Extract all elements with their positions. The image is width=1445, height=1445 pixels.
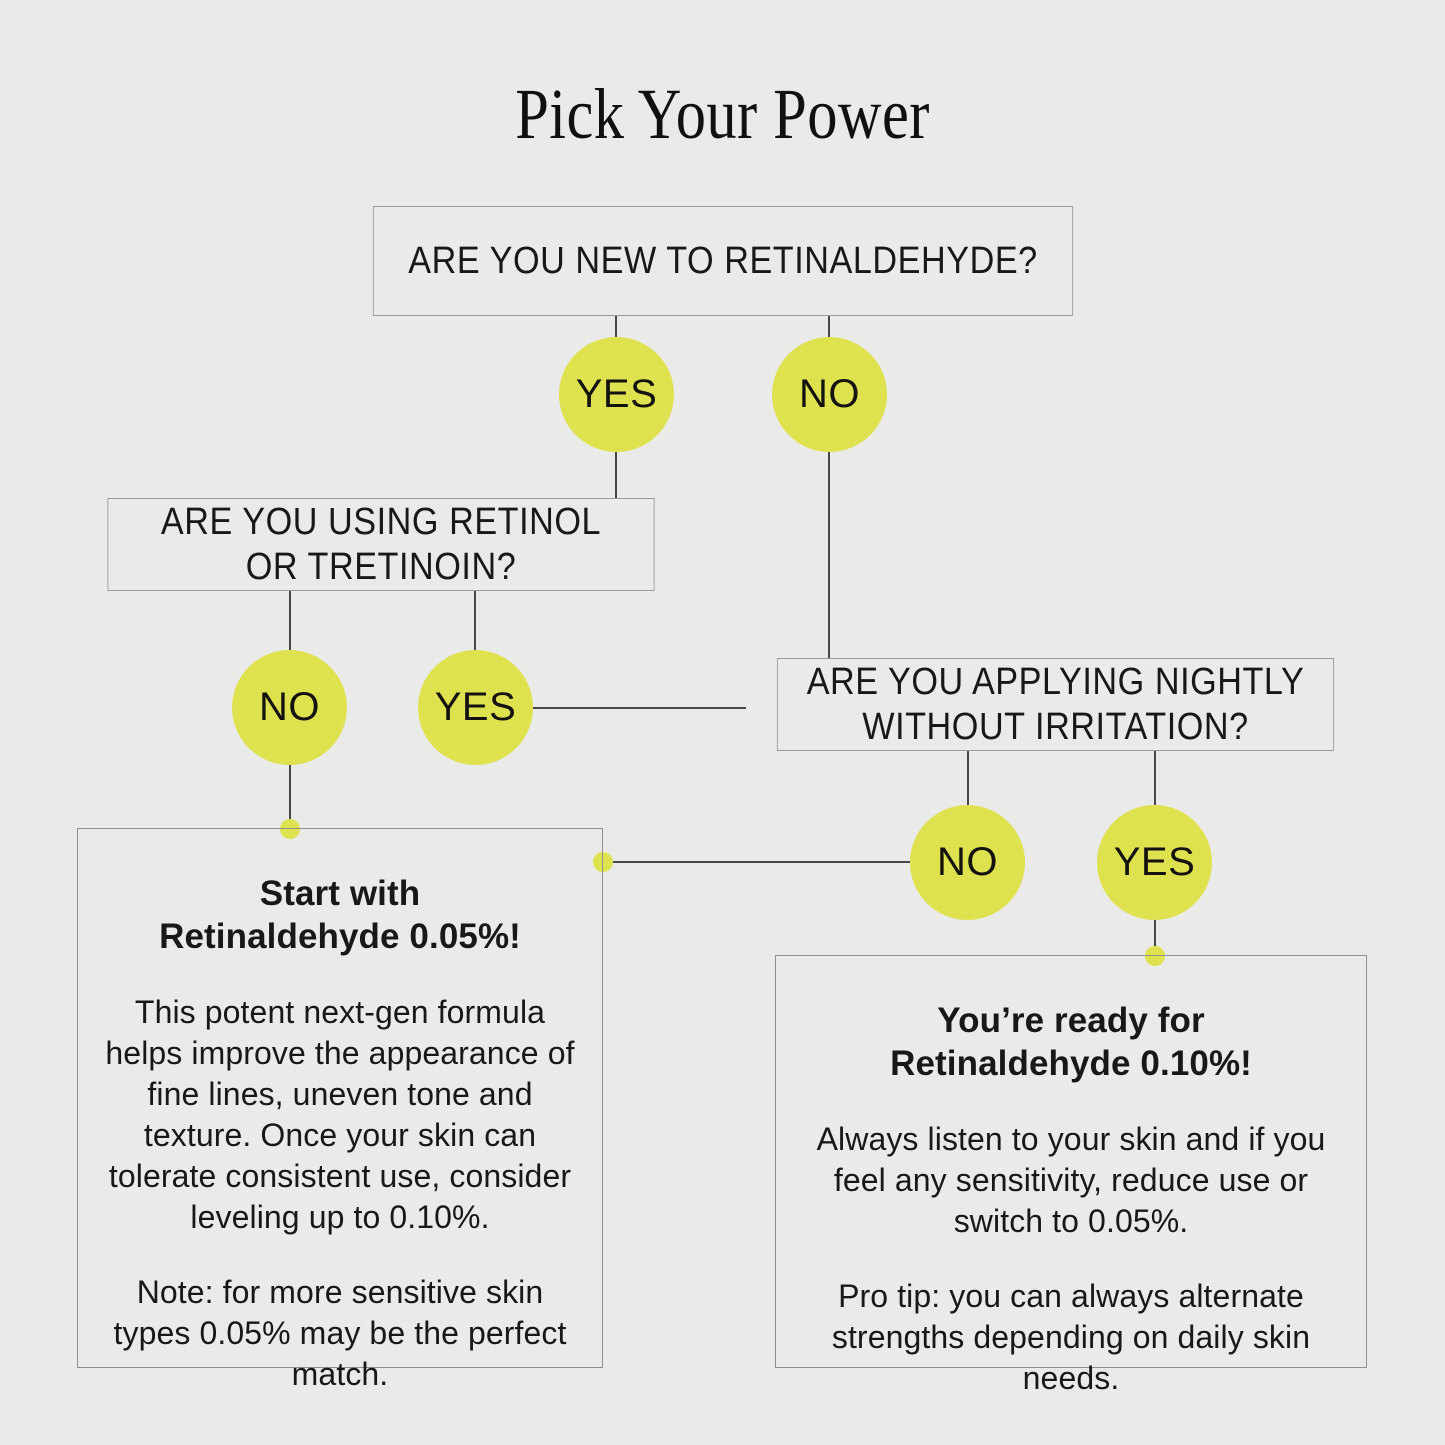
answer-retinol-no-label: NO [259, 685, 320, 729]
result-start-005: Start with Retinaldehyde 0.05%! This pot… [77, 828, 603, 1392]
answer-retinol-yes-label: YES [434, 685, 517, 729]
question-retinol-line2: OR TRETINOIN? [245, 545, 517, 588]
answer-retinol-yes[interactable]: YES [418, 650, 533, 765]
result-left-heading-line1: Start with [259, 874, 421, 913]
answer-new-yes[interactable]: YES [559, 337, 674, 452]
answer-nightly-yes[interactable]: YES [1097, 805, 1212, 920]
result-right-heading: You’re ready for Retinaldehyde 0.10%! [800, 1000, 1342, 1085]
question-applying-nightly: ARE YOU APPLYING NIGHTLY WITHOUT IRRITAT… [776, 658, 1335, 751]
page-title: Pick Your Power [515, 74, 930, 154]
question-nightly-line1: ARE YOU APPLYING NIGHTLY [806, 660, 1305, 703]
answer-retinol-no[interactable]: NO [232, 650, 347, 765]
question-using-retinol: ARE YOU USING RETINOL OR TRETINOIN? [107, 498, 655, 591]
answer-new-no[interactable]: NO [772, 337, 887, 452]
result-left-paragraph-2: Note: for more sensitive skin types 0.05… [113, 1274, 567, 1392]
result-ready-010: You’re ready for Retinaldehyde 0.10%! Al… [775, 955, 1367, 1396]
question-nightly-line2: WITHOUT IRRITATION? [862, 705, 1249, 748]
result-left-paragraph-1: This potent next-gen formula helps impro… [105, 994, 575, 1236]
question-retinol-line1: ARE YOU USING RETINOL [160, 500, 602, 543]
result-right-paragraph-1: Always listen to your skin and if you fe… [816, 1121, 1326, 1240]
question-new-to-retinaldehyde: ARE YOU NEW TO RETINALDEHYDE? [372, 206, 1074, 316]
answer-nightly-no[interactable]: NO [910, 805, 1025, 920]
question-new-label: ARE YOU NEW TO RETINALDEHYDE? [408, 239, 1038, 282]
result-left-heading-line2: Retinaldehyde 0.05%! [159, 916, 521, 956]
answer-new-no-label: NO [799, 372, 860, 416]
result-left-heading: Start with Retinaldehyde 0.05%! [102, 873, 578, 958]
answer-new-yes-label: YES [575, 372, 658, 416]
result-right-paragraph-2: Pro tip: you can always alternate streng… [831, 1278, 1311, 1397]
answer-nightly-yes-label: YES [1113, 840, 1196, 884]
result-right-heading-line2: Retinaldehyde 0.10%! [890, 1043, 1252, 1083]
answer-nightly-no-label: NO [937, 840, 998, 884]
result-right-heading-line1: You’re ready for [937, 1001, 1205, 1040]
